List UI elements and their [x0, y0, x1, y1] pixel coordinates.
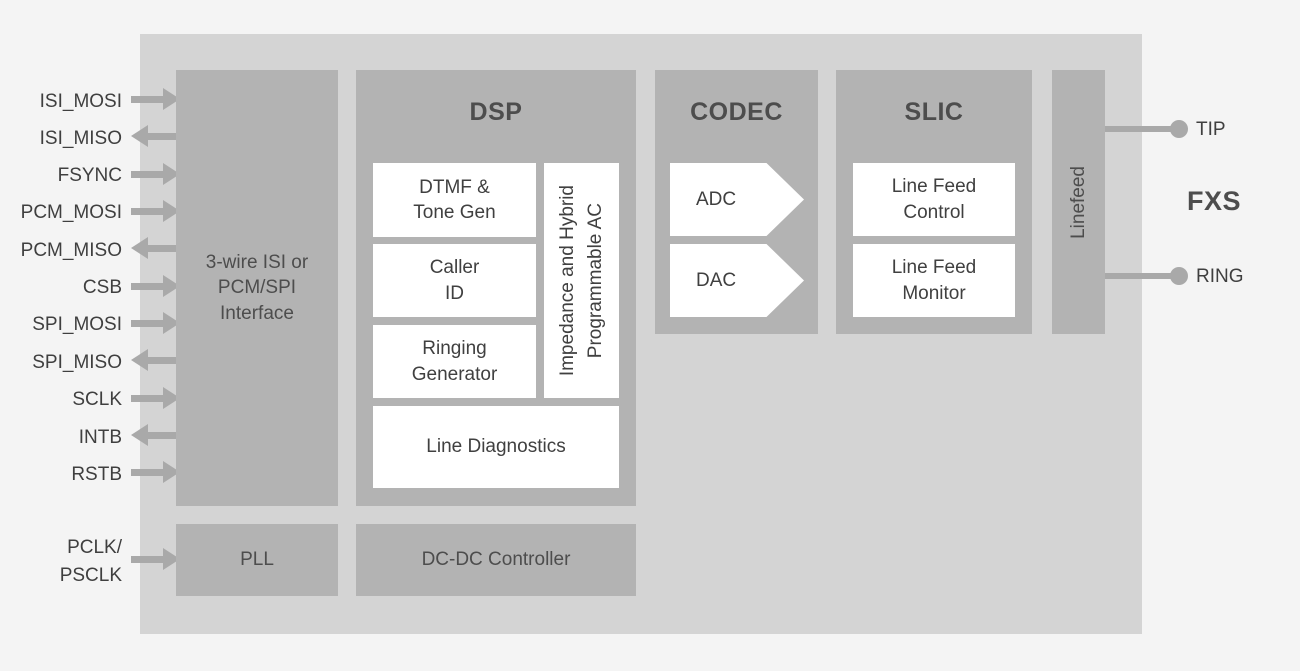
dtmf-line2: Tone Gen — [413, 202, 496, 223]
dc-dc-controller-block[interactable]: DC-DC Controller — [356, 524, 636, 596]
codec-block[interactable]: CODEC ADC DAC — [655, 70, 818, 334]
fxs-caption: FXS — [1187, 186, 1242, 216]
codec-dac-block[interactable]: DAC — [670, 244, 804, 317]
dsp-sub-block-caller-id[interactable]: Caller ID — [373, 244, 536, 317]
slic-sub-block-line-feed-monitor[interactable]: Line Feed Monitor — [853, 244, 1015, 317]
line-feed-monitor-line2: Monitor — [902, 282, 966, 304]
codec-block-title: CODEC — [690, 98, 783, 126]
codec-adc-block[interactable]: ADC — [670, 163, 804, 236]
interface-block-line3: Interface — [220, 302, 294, 324]
tip-connection-line — [1105, 126, 1181, 132]
linefeed-block[interactable]: Linefeed — [1052, 70, 1105, 334]
caller-id-line1: Caller — [429, 257, 480, 279]
caller-id-line2: ID — [445, 282, 464, 304]
pin-label-isi-miso: ISI_MISO — [39, 128, 122, 149]
pin-label-isi-mosi: ISI_MOSI — [39, 91, 122, 112]
pin-label-csb: CSB — [82, 277, 122, 298]
pin-label-fsync: FSYNC — [57, 165, 122, 186]
signal-arrow-isi-mosi — [131, 88, 180, 110]
tip-terminal-dot — [1170, 120, 1188, 138]
line-feed-monitor-line1: Line Feed — [891, 257, 977, 279]
signal-arrow-sclk — [131, 387, 180, 409]
signal-arrow-spi-miso — [131, 349, 180, 371]
pin-label-pclk-line1: PCLK/ — [67, 537, 122, 558]
pin-label-pclk: PCLK/ PSCLK — [0, 534, 122, 589]
pin-label-intb: INTB — [78, 427, 122, 448]
slic-block-title: SLIC — [904, 98, 964, 126]
pin-label-pcm-miso: PCM_MISO — [20, 240, 122, 261]
pin-label-spi-miso: SPI_MISO — [32, 352, 122, 373]
dsp-sub-block-line-diagnostics[interactable]: Line Diagnostics — [373, 406, 619, 488]
pin-label-pcm-mosi: PCM_MOSI — [20, 202, 122, 223]
ringing-gen-line2: Generator — [411, 363, 498, 385]
dsp-sub-block-dtmf[interactable]: DTMF & Tone Gen — [373, 163, 536, 237]
pin-label-sclk: SCLK — [72, 389, 122, 410]
signal-arrow-intb — [131, 424, 180, 446]
signal-arrow-spi-mosi — [131, 312, 180, 334]
interface-block-line1: 3-wire ISI or — [205, 252, 309, 274]
programmable-ac-line2: Impedance and Hybrid — [557, 184, 579, 377]
linefeed-block-label: Linefeed — [1067, 165, 1089, 239]
signal-arrow-csb — [131, 275, 180, 297]
pin-label-rstb: RSTB — [71, 464, 122, 485]
dsp-sub-block-programmable-ac-impedance[interactable]: Programmable AC Impedance and Hybrid — [544, 163, 619, 398]
pin-label-ring: RING — [1196, 266, 1244, 287]
interface-block[interactable]: 3-wire ISI or PCM/SPI Interface — [176, 70, 338, 506]
programmable-ac-line1: Programmable AC — [584, 202, 606, 359]
pin-label-spi-mosi: SPI_MOSI — [32, 314, 122, 335]
slic-sub-block-line-feed-control[interactable]: Line Feed Control — [853, 163, 1015, 236]
pin-label-pclk-line2: PSCLK — [59, 564, 122, 586]
pin-label-tip: TIP — [1196, 119, 1226, 140]
dtmf-line1: DTMF & — [419, 176, 490, 198]
signal-arrow-pclk — [131, 548, 180, 570]
signal-arrow-pcm-miso — [131, 237, 180, 259]
dsp-sub-block-ringing-generator[interactable]: Ringing Generator — [373, 325, 536, 398]
pll-block[interactable]: PLL — [176, 524, 338, 596]
signal-arrow-fsync — [131, 163, 180, 185]
dsp-block[interactable]: DSP DTMF & Tone Gen Caller ID Ringing Ge… — [356, 70, 636, 506]
line-feed-control-line1: Line Feed — [891, 176, 977, 198]
interface-block-line2: PCM/SPI — [217, 277, 297, 299]
signal-arrow-rstb — [131, 461, 180, 483]
signal-arrow-pcm-mosi — [131, 200, 180, 222]
dsp-block-title: DSP — [469, 98, 523, 126]
line-feed-control-line2: Control — [903, 201, 965, 223]
ringing-gen-line1: Ringing — [422, 338, 487, 360]
ring-terminal-dot — [1170, 267, 1188, 285]
ring-connection-line — [1105, 273, 1181, 279]
slic-block[interactable]: SLIC Line Feed Control Line Feed Monitor — [836, 70, 1032, 334]
signal-arrow-isi-miso — [131, 125, 180, 147]
